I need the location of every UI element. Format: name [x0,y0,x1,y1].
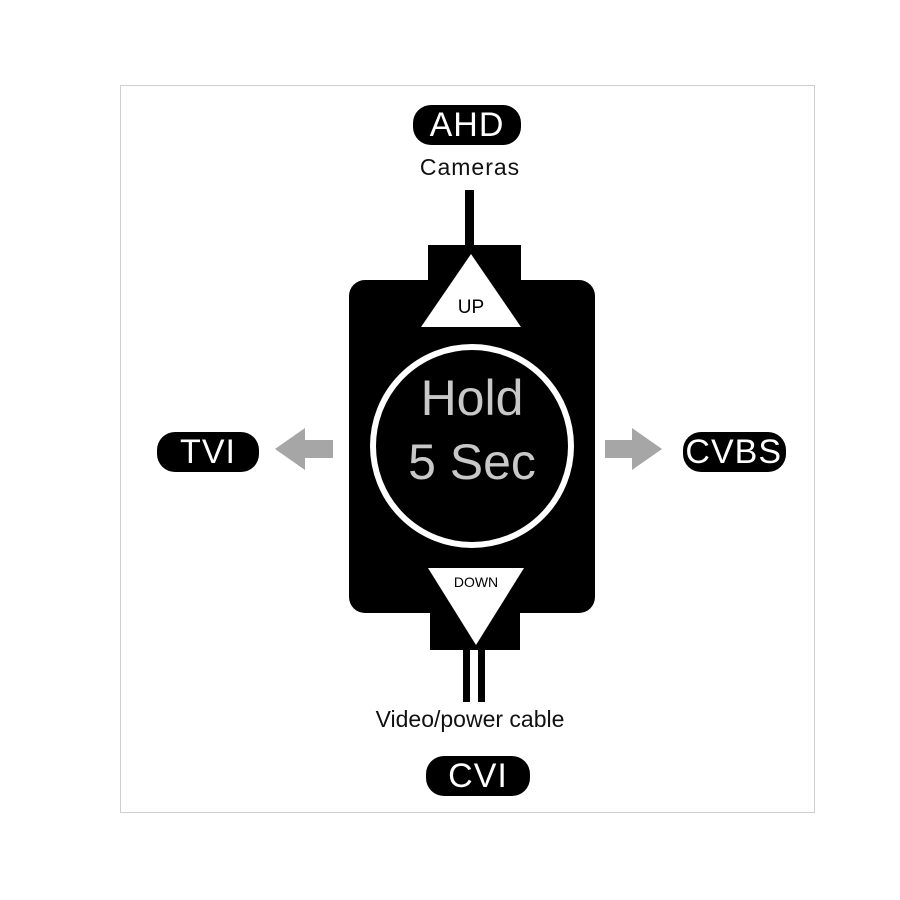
hold-button-ring[interactable] [370,344,574,548]
mode-pill-left: TVI [157,432,259,472]
mode-pill-top: AHD [413,105,521,145]
camera-cable [465,190,474,250]
mode-pill-bottom: CVI [426,756,530,796]
power-cable-right [478,645,485,702]
up-label: UP [457,297,485,318]
hold-line-1: Hold [420,370,524,426]
cameras-label: Cameras [419,154,521,180]
mode-pill-right: CVBS [683,432,786,472]
up-button[interactable] [421,254,521,327]
cable-label: Video/power cable [375,706,565,732]
down-label: DOWN [453,574,499,590]
hold-line-2: 5 Sec [408,434,536,490]
arrow-left-icon [275,428,333,470]
arrow-right-icon [605,428,662,470]
diagram-frame [120,85,815,813]
hold-instruction: Hold 5 Sec [372,366,572,494]
power-cable-left [463,645,470,702]
down-button[interactable] [428,568,524,645]
